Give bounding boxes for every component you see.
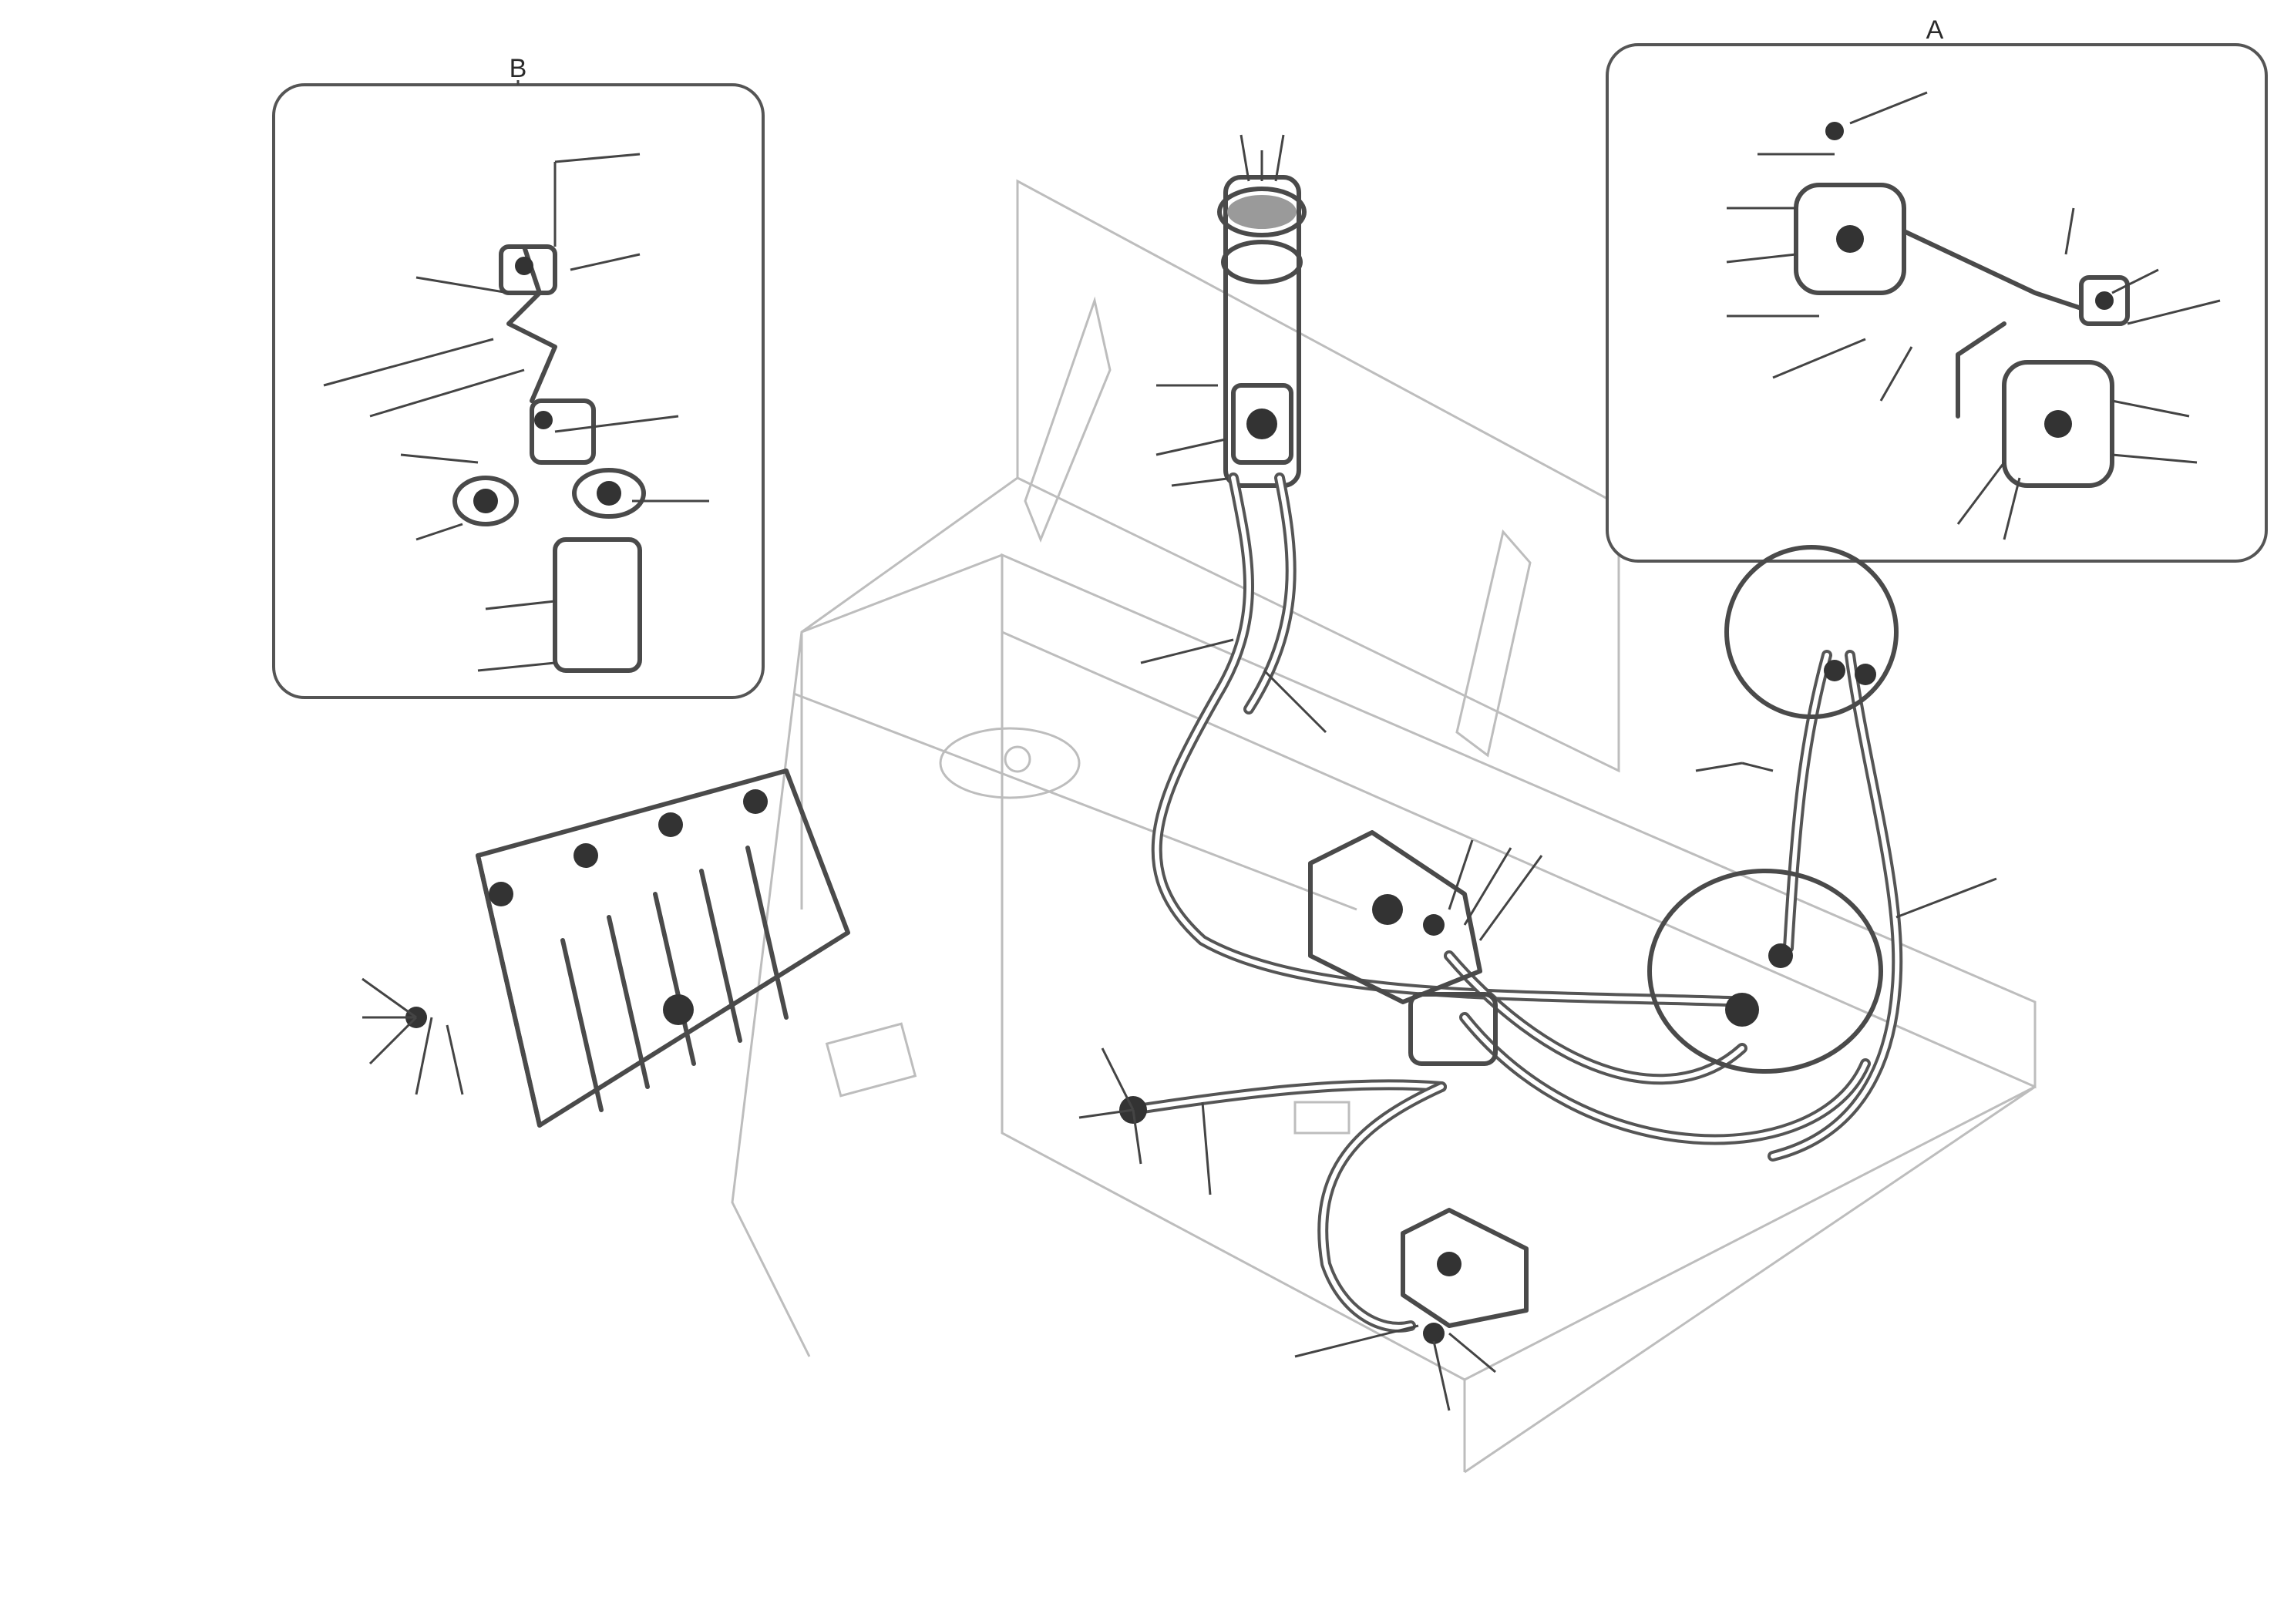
frame-outline	[731, 179, 2037, 1474]
filter-assembly	[1155, 134, 1307, 488]
valve-assembly-a	[1794, 122, 2130, 488]
detail-label-b: B	[510, 54, 527, 83]
control-valve-block	[362, 768, 850, 1128]
valve-assembly-b	[452, 244, 646, 673]
detail-box-b: B	[272, 54, 765, 699]
hydraulic-hoses	[1128, 472, 1903, 1333]
detail-label-a: A	[1926, 15, 1944, 45]
small-valve-center-left	[1078, 638, 1327, 1195]
pilot-valve-center	[1308, 830, 1543, 1066]
swivel-joint-right	[1647, 545, 1997, 1074]
leader-lines-b	[323, 153, 709, 672]
leader-lines-a	[1726, 91, 2221, 540]
pilot-valve-lower	[1294, 1208, 1529, 1411]
detail-box-a: A	[1606, 15, 2268, 563]
